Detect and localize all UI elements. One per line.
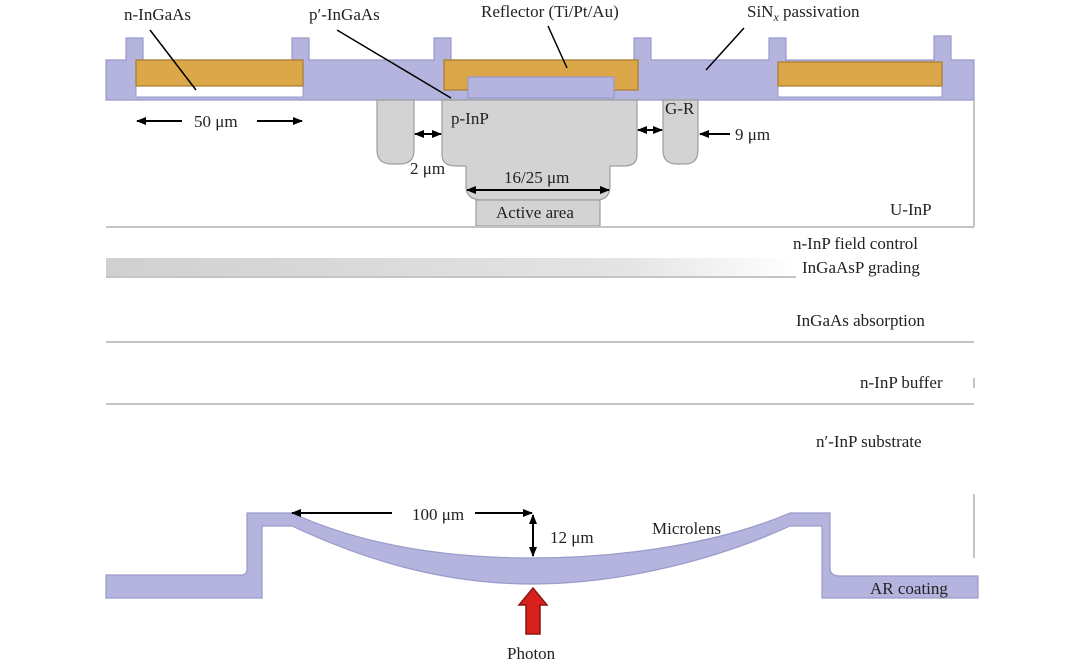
label-n-inp-field: n-InP field control [793,234,918,253]
label-reflector: Reflector (Ti/Pt/Au) [481,2,619,21]
label-microlens: Microlens [652,519,721,538]
label-dim-16-25: 16/25 μm [504,168,569,187]
label-dim-50: 50 μm [194,112,238,131]
microlens-ar-coating [105,512,979,599]
label-ar-coating: AR coating [870,579,948,598]
implant-regions [376,99,699,227]
label-n-inp-buffer: n-InP buffer [860,373,943,392]
n-ingaas-contact-right [777,61,943,87]
labels: n-InGaAs p′-InGaAs Reflector (Ti/Pt/Au) … [124,2,948,663]
label-p-ingaas: p′-InGaAs [309,5,380,24]
label-g-r: G-R [665,99,695,118]
label-photon: Photon [507,644,556,663]
label-ingaas-absorption: InGaAs absorption [796,311,925,330]
label-dim-9: 9 μm [735,125,770,144]
label-dim-100: 100 μm [412,505,464,524]
layer-boundaries [106,100,975,558]
label-u-inp: U-InP [890,200,932,219]
n-ingaas-leader [149,29,197,91]
photon-arrow [517,586,549,635]
guard-ring-right [662,99,699,165]
label-n-ingaas: n-InGaAs [124,5,191,24]
label-n-inp-substrate: n′-InP substrate [816,432,922,451]
label-dim-2: 2 μm [410,159,445,178]
label-dim-12: 12 μm [550,528,594,547]
label-active-area: Active area [496,203,574,222]
ingaasp-grading-band [106,258,796,276]
label-ingaasp-grading: InGaAsP grading [802,258,920,277]
label-sin-passivation: SiNx passivation [747,2,860,24]
passivation-leader [705,27,745,71]
guard-ring-left [376,99,415,165]
reflector-leader [547,25,568,69]
dimension-arrows [136,25,745,557]
label-p-inp: p-InP [451,109,489,128]
p-ingaas-leader [336,29,452,99]
p-ingaas-cap [467,76,615,99]
n-ingaas-contact-left [135,59,304,87]
